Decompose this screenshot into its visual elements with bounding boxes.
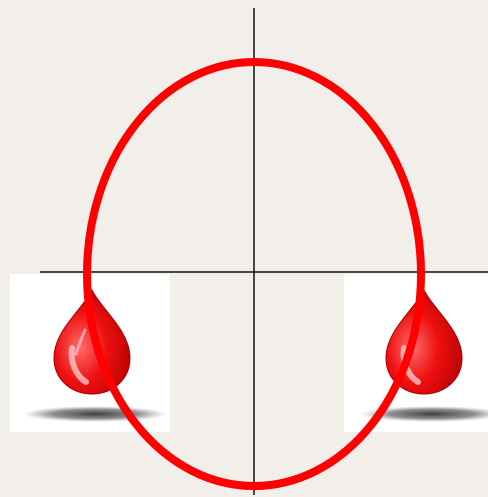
left-drop-shadow (23, 406, 167, 422)
